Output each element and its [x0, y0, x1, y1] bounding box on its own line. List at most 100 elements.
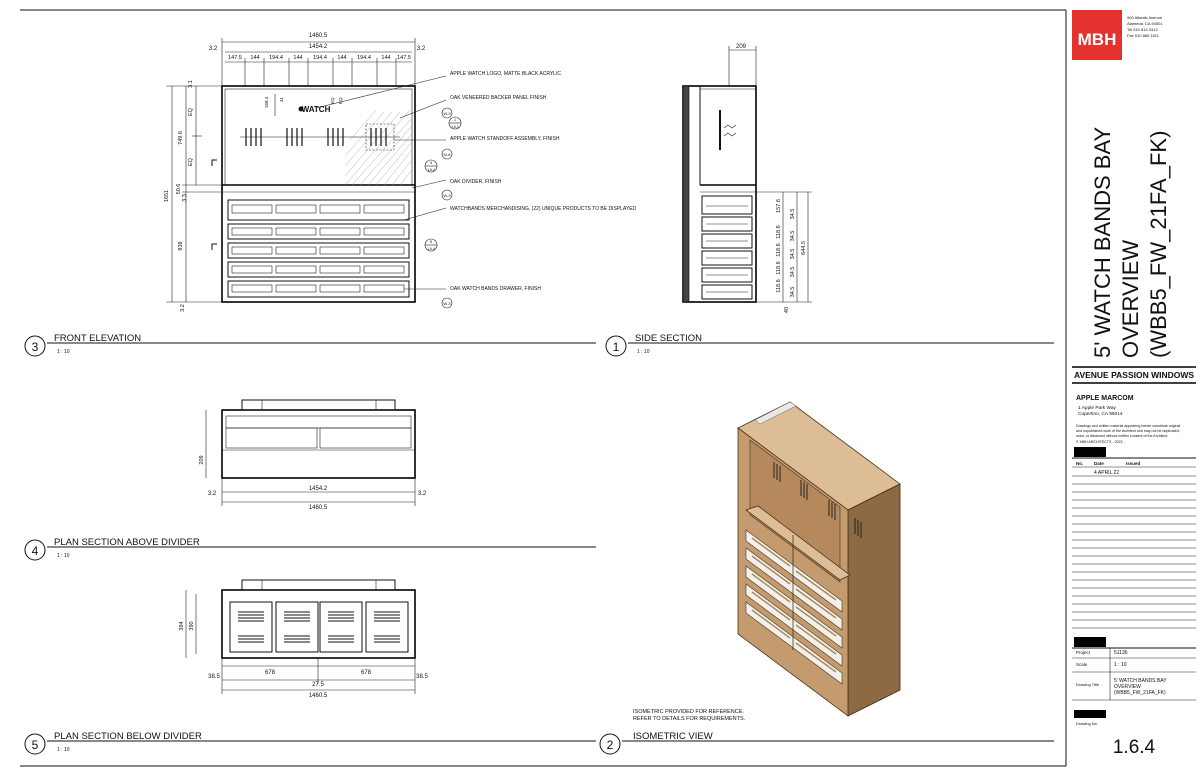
- svg-text:3.2: 3.2: [208, 491, 217, 497]
- backer-grain-hatch: [344, 109, 413, 186]
- svg-text:W-3: W-3: [443, 301, 451, 306]
- svg-text:34.5: 34.5: [790, 287, 796, 298]
- svg-text:EQ: EQ: [330, 97, 335, 104]
- svg-text:Issued: Issued: [1126, 461, 1141, 466]
- svg-text:390: 390: [189, 621, 195, 630]
- svg-text:SIDE SECTION: SIDE SECTION: [635, 333, 702, 344]
- svg-text:118.6: 118.6: [776, 261, 782, 274]
- svg-text:Drawings and written material: Drawings and written material appearing …: [1076, 424, 1180, 428]
- cabinet-outline: [221, 85, 416, 303]
- callout-logo: APPLE WATCH LOGO, MATTE BLACK ACRYLIC: [450, 71, 561, 77]
- plan-section-below: 394 390 678 678 38.5 27.5 38.5 1460.5 5 …: [24, 579, 596, 755]
- svg-text:M-8: M-8: [444, 152, 452, 157]
- svg-text:© MBH ARCHITECTS - 2022: © MBH ARCHITECTS - 2022: [1076, 440, 1123, 444]
- detail-ref-1: 1 1.6.1: [448, 116, 462, 130]
- svg-text:144: 144: [381, 55, 390, 61]
- svg-text:5' WATCH BANDS BAY: 5' WATCH BANDS BAY: [1090, 127, 1115, 358]
- svg-text:OAK WATCH BANDS DRAWER, FINISH: OAK WATCH BANDS DRAWER, FINISH: [450, 286, 541, 292]
- svg-text:34.5: 34.5: [790, 209, 796, 220]
- svg-text:(WBB5_FW_21FA_FK): (WBB5_FW_21FA_FK): [1146, 131, 1171, 358]
- view-title-isometric: 2 ISOMETRIC VIEW: [599, 731, 1054, 755]
- svg-text:FRONT ELEVATION: FRONT ELEVATION: [54, 333, 141, 344]
- side-section: 209 157.6 34.5 118.6 34.5 118.6 34.5 118…: [605, 44, 1054, 357]
- svg-text:118.6: 118.6: [776, 243, 782, 256]
- standoff-assemblies: [240, 128, 400, 146]
- watch-logo-text: WATCH: [302, 105, 331, 114]
- svg-text:1 : 10: 1 : 10: [1114, 662, 1127, 668]
- client-name: APPLE MARCOM: [1076, 395, 1134, 402]
- title-block: MBH 900 Atlantic Avenue Alameda, CA 9450…: [1072, 10, 1196, 758]
- svg-text:W-3: W-3: [443, 111, 451, 116]
- detail-ref-5: 5 1.6.4: [424, 238, 438, 252]
- callouts: APPLE WATCH LOGO, MATTE BLACK ACRYLIC OA…: [315, 71, 637, 309]
- drawing-number: 1.6.4: [1113, 737, 1156, 758]
- svg-text:Tel 510 814 3312: Tel 510 814 3312: [1127, 27, 1158, 32]
- svg-text:118.6: 118.6: [776, 225, 782, 238]
- apple-logo-icon: [298, 106, 304, 112]
- svg-text:1 : 10: 1 : 10: [637, 349, 650, 355]
- svg-text:157.6: 157.6: [776, 199, 782, 213]
- svg-text:1460.5: 1460.5: [309, 33, 328, 39]
- svg-text:OVERVIEW: OVERVIEW: [1114, 684, 1141, 690]
- svg-text:(WBB5_FW_21FA_FK): (WBB5_FW_21FA_FK): [1114, 690, 1166, 696]
- mbh-logo: [1072, 10, 1122, 60]
- svg-text:394: 394: [179, 621, 185, 630]
- svg-text:1454.2: 1454.2: [309, 44, 328, 50]
- svg-text:Scale: Scale: [1076, 662, 1088, 667]
- svg-text:1: 1: [613, 340, 620, 354]
- svg-text:No.: No.: [1076, 461, 1083, 466]
- svg-text:EQ: EQ: [188, 107, 194, 116]
- svg-text:1.6.4: 1.6.4: [427, 168, 435, 172]
- svg-text:1 Apple Park Way: 1 Apple Park Way: [1078, 405, 1117, 411]
- svg-text:50.6: 50.6: [176, 184, 182, 195]
- svg-text:1 : 10: 1 : 10: [57, 553, 70, 559]
- svg-text:OVERVIEW: OVERVIEW: [1118, 240, 1143, 358]
- svg-text:OAK DIVIDER, FINISH: OAK DIVIDER, FINISH: [450, 179, 502, 185]
- plan-section-above: 209 1454.2 3.2 3.2 1460.5 4 PLAN SECTION…: [24, 399, 596, 561]
- svg-text:EQ: EQ: [338, 97, 343, 104]
- svg-text:5: 5: [32, 738, 39, 752]
- svg-text:838: 838: [178, 241, 184, 250]
- svg-text:1.6.1: 1.6.1: [451, 125, 459, 129]
- svg-text:38.5: 38.5: [416, 674, 428, 680]
- section-cut-marker: [211, 159, 217, 166]
- svg-text:EQ: EQ: [188, 157, 194, 166]
- svg-text:APPLE WATCH STANDOFF ASSEMBLY,: APPLE WATCH STANDOFF ASSEMBLY, FINISH: [450, 136, 560, 142]
- svg-text:118.6: 118.6: [776, 279, 782, 292]
- svg-text:194.4: 194.4: [313, 55, 327, 61]
- watch-band-drawers: [227, 199, 410, 298]
- svg-text:34.5: 34.5: [790, 231, 796, 242]
- svg-text:Project: Project: [1076, 650, 1091, 655]
- svg-text:PLAN SECTION BELOW DIVIDER: PLAN SECTION BELOW DIVIDER: [54, 731, 202, 742]
- revision-rows: [1072, 475, 1196, 629]
- svg-text:5: 5: [430, 239, 433, 244]
- svg-text:and unpublished work of the Ar: and unpublished work of the Architect an…: [1076, 429, 1180, 433]
- svg-text:4: 4: [430, 160, 433, 165]
- svg-text:3.1: 3.1: [188, 80, 194, 88]
- svg-text:3.2: 3.2: [209, 46, 218, 52]
- svg-text:40: 40: [784, 307, 790, 313]
- svg-text:5' WATCH BANDS BAY: 5' WATCH BANDS BAY: [1114, 678, 1167, 684]
- svg-text:147.5: 147.5: [228, 55, 242, 61]
- svg-text:147.5: 147.5: [397, 55, 411, 61]
- svg-text:1460.5: 1460.5: [309, 505, 328, 511]
- svg-text:900 Atlantic Avenue: 900 Atlantic Avenue: [1127, 15, 1163, 20]
- svg-text:3.2: 3.2: [180, 304, 186, 312]
- view-title-side-section: 1 SIDE SECTION 1 : 10: [605, 333, 1054, 357]
- svg-text:678: 678: [361, 670, 372, 676]
- svg-text:W-3: W-3: [443, 193, 451, 198]
- svg-text:194.4: 194.4: [269, 55, 283, 61]
- view-title-plan-above: 4 PLAN SECTION ABOVE DIVIDER 1 : 10: [24, 537, 596, 561]
- svg-text:168.4: 168.4: [264, 96, 269, 108]
- segment-dims: 147.5 144 194.4 144 194.4 144 194.4 144 …: [228, 55, 411, 61]
- svg-text:644.5: 644.5: [801, 241, 807, 255]
- svg-text:1: 1: [454, 117, 457, 122]
- svg-text:144: 144: [293, 55, 302, 61]
- svg-text:4 APRIL 22: 4 APRIL 22: [1094, 470, 1119, 476]
- svg-text:194.4: 194.4: [357, 55, 371, 61]
- svg-text:34.5: 34.5: [790, 249, 796, 260]
- svg-text:Fax 510 865 1611: Fax 510 865 1611: [1127, 33, 1160, 38]
- svg-text:3: 3: [32, 340, 39, 354]
- svg-text:Date: Date: [1094, 461, 1104, 466]
